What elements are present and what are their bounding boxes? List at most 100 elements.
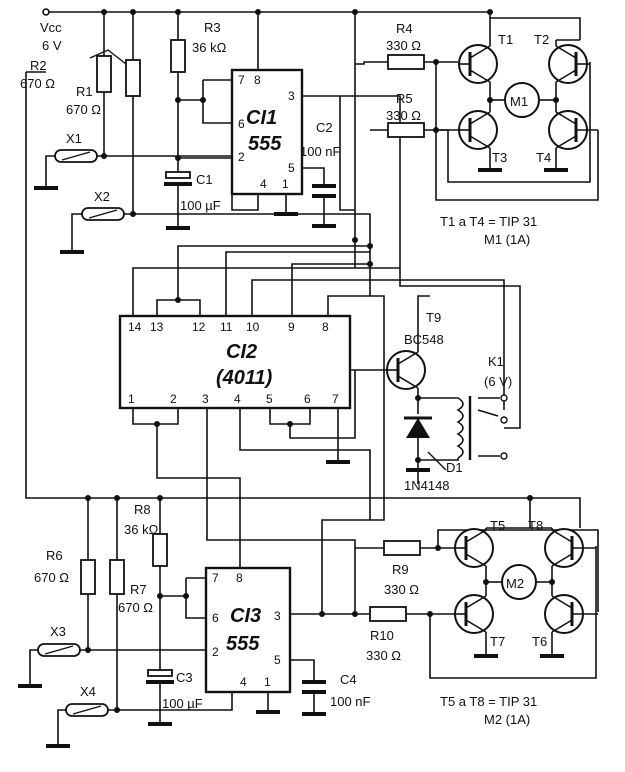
transistor-t6: T6 xyxy=(532,594,598,649)
sensor-x4: X4 xyxy=(46,684,233,748)
ci3-pin-2: 2 xyxy=(212,645,219,659)
x1-name: X1 xyxy=(66,131,82,146)
t9-label: T9 xyxy=(426,310,441,325)
ci1-pin-4: 4 xyxy=(260,177,267,191)
r10-value: 330 Ω xyxy=(366,648,401,663)
resistor-r3: R3 36 kΩ xyxy=(170,20,232,172)
r7-value: 670 Ω xyxy=(118,600,153,615)
resistor-r5: R5 330 Ω xyxy=(370,91,458,138)
resistor-r1: R1 670 Ω xyxy=(66,55,112,156)
ci2-pin-14: 14 xyxy=(128,320,142,334)
capacitor-c2: C2 100 nF xyxy=(300,120,341,228)
ci2-type: (4011) xyxy=(216,367,273,389)
ci3-pin-7: 7 xyxy=(212,571,219,585)
c2-value: 100 nF xyxy=(300,144,341,159)
transistor-t1: T1 xyxy=(458,32,513,84)
ci1-pin-6: 6 xyxy=(238,117,245,131)
sensor-x3: X3 xyxy=(18,624,206,688)
r2-name: R2 xyxy=(30,58,47,73)
ci1-pin-8: 8 xyxy=(254,73,261,87)
c4-name: C4 xyxy=(340,672,357,687)
motor-m2: M2 xyxy=(501,564,537,600)
ci2-pin-6: 6 xyxy=(304,392,311,406)
vcc-label: Vcc 6 V xyxy=(40,8,62,53)
ci2-name: CI2 xyxy=(226,341,257,363)
c1-name: C1 xyxy=(196,172,213,187)
ci2-pin-12: 12 xyxy=(192,320,206,334)
t3-label: T3 xyxy=(492,150,507,165)
r5-name: R5 xyxy=(396,91,413,106)
t4-label: T4 xyxy=(536,150,551,165)
ic-ci3-555: 7 8 6 3 2 5 4 1 CI3 555 xyxy=(204,566,292,694)
ci3-pin-4: 4 xyxy=(240,675,247,689)
ci1-pin-1: 1 xyxy=(282,177,289,191)
bridge1-motor-note: M1 (1A) xyxy=(484,232,530,247)
ci1-pin-7: 7 xyxy=(238,73,245,87)
r10-name: R10 xyxy=(370,628,394,643)
t8-label: T8 xyxy=(528,518,543,533)
bridge1-note: T1 a T4 = TIP 31 xyxy=(440,214,537,229)
c4-value: 100 nF xyxy=(330,694,371,709)
resistor-r7: R7 670 Ω xyxy=(109,559,153,710)
ci2-pin-5: 5 xyxy=(266,392,273,406)
resistor-r10: R10 330 Ω xyxy=(366,606,454,663)
ci2-pin-1: 1 xyxy=(128,392,135,406)
bridge2-motor-note: M2 (1A) xyxy=(484,712,530,727)
transistor-t9: T9 BC548 xyxy=(386,310,444,390)
ci2-pin-8: 8 xyxy=(322,320,329,334)
ic-ci1-555: 7 8 3 6 2 5 4 1 CI1 555 xyxy=(230,68,304,196)
transistor-t2: T2 xyxy=(534,32,590,84)
ci3-pin-8: 8 xyxy=(236,571,243,585)
ci1-name: CI1 xyxy=(246,107,277,129)
m1-label: M1 xyxy=(510,94,528,109)
d1-part: 1N4148 xyxy=(404,478,450,493)
ci3-pin-6: 6 xyxy=(212,611,219,625)
t6-label: T6 xyxy=(532,634,547,649)
ci2-pin-13: 13 xyxy=(150,320,164,334)
vcc-rail xyxy=(46,9,581,240)
resistor-r2: R2 670 Ω xyxy=(20,49,141,214)
t5-label: T5 xyxy=(490,518,505,533)
ci2-pin-7: 7 xyxy=(332,392,339,406)
transistor-t7: T7 xyxy=(454,594,505,649)
k1-name: K1 xyxy=(488,354,504,369)
r1-name: R1 xyxy=(76,84,93,99)
ci3-pin-3: 3 xyxy=(274,609,281,623)
ci2-pin-3: 3 xyxy=(202,392,209,406)
d1-name: D1 xyxy=(446,460,463,475)
vcc-voltage: 6 V xyxy=(42,38,62,53)
transistor-t4: T4 xyxy=(536,110,598,165)
ci3-pin-1: 1 xyxy=(264,675,271,689)
t2-label: T2 xyxy=(534,32,549,47)
r4-value: 330 Ω xyxy=(386,38,421,53)
x4-name: X4 xyxy=(80,684,96,699)
c1-value: 100 µF xyxy=(180,198,221,213)
sensor-x2: X2 xyxy=(60,189,371,296)
ci1-type: 555 xyxy=(248,133,282,155)
resistor-r6: R6 670 Ω xyxy=(34,548,96,650)
ci2-pin-11: 11 xyxy=(220,320,233,334)
transistor-t3: T3 xyxy=(458,110,507,165)
t1-label: T1 xyxy=(498,32,513,47)
sensor-x1: X1 xyxy=(34,131,232,190)
ci1-pin-3: 3 xyxy=(288,89,295,103)
x3-name: X3 xyxy=(50,624,66,639)
bridge2-note: T5 a T8 = TIP 31 xyxy=(440,694,537,709)
r3-name: R3 xyxy=(204,20,221,35)
r6-value: 670 Ω xyxy=(34,570,69,585)
r6-name: R6 xyxy=(46,548,63,563)
ci2-pin-9: 9 xyxy=(288,320,295,334)
r1-value: 670 Ω xyxy=(66,102,101,117)
ci1-pin-5: 5 xyxy=(288,161,295,175)
transistor-t5: T5 xyxy=(454,518,505,568)
ci3-name: CI3 xyxy=(230,605,261,627)
h-bridge-2: T5 T8 T7 T6 xyxy=(440,518,598,727)
capacitor-c1: C1 100 µF xyxy=(164,171,221,230)
vcc-name: Vcc xyxy=(40,20,62,35)
c3-name: C3 xyxy=(176,670,193,685)
capacitor-c3: C3 100 µF xyxy=(146,669,203,726)
resistor-r4: R4 330 Ω xyxy=(355,21,458,70)
transistor-t8: T8 xyxy=(528,518,596,568)
ic-ci2-4011: 14 13 12 11 10 9 8 CI2 (4011) 1 2 3 4 5 … xyxy=(118,314,352,410)
